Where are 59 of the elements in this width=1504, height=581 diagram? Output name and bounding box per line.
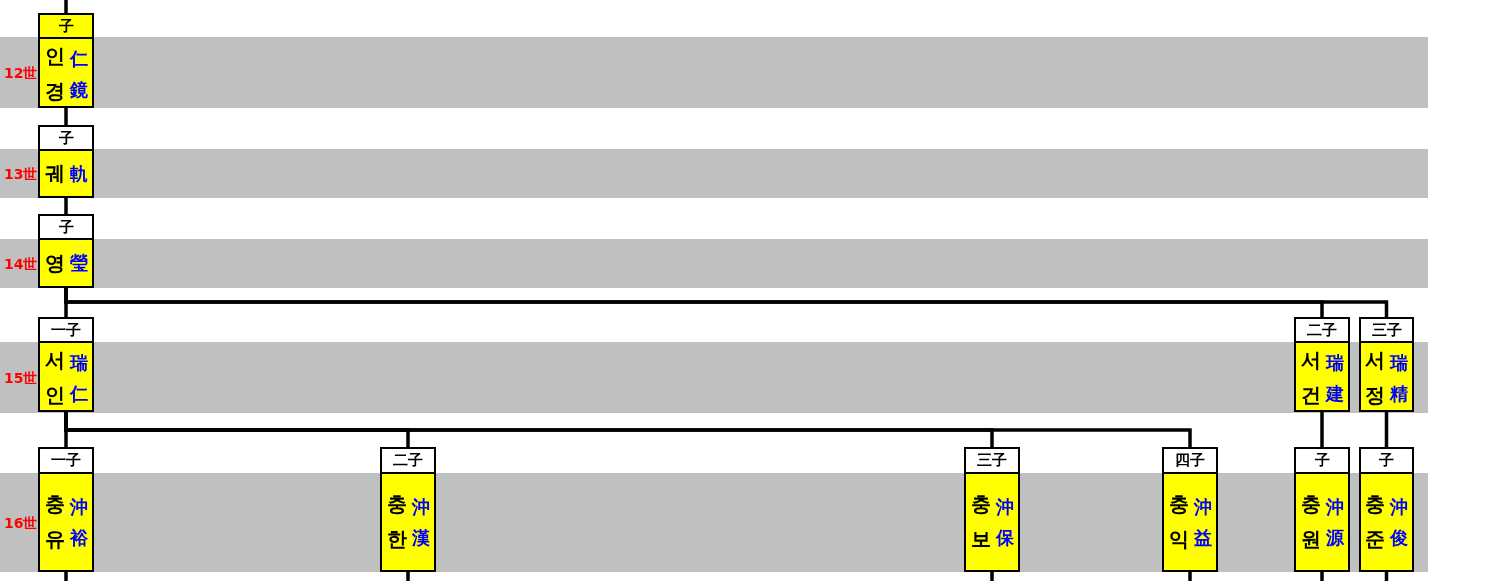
person-box xyxy=(964,447,1020,572)
connector-line xyxy=(64,198,68,214)
hanja-name: 沖源 xyxy=(1325,494,1344,550)
hanja-name: 瑞建 xyxy=(1325,350,1344,406)
person-box xyxy=(1294,317,1350,412)
generation-label: 13世 xyxy=(4,165,38,182)
hanja-name: 沖益 xyxy=(1193,494,1212,550)
person-box xyxy=(380,447,436,572)
hangul-name: 서정 xyxy=(1365,347,1385,409)
connector-line xyxy=(1320,412,1324,447)
relation-header: 一子 xyxy=(40,319,92,343)
relation-header: 二子 xyxy=(382,449,434,474)
connector-line xyxy=(1320,572,1324,581)
person-box xyxy=(1162,447,1218,572)
hanja-name: 瑞仁 xyxy=(69,350,88,406)
hanja-name: 沖漢 xyxy=(411,494,430,550)
relation-header: 四子 xyxy=(1164,449,1216,474)
person-box xyxy=(1359,317,1414,412)
relation-header: 二子 xyxy=(1296,319,1348,343)
person-box xyxy=(38,214,94,288)
person-box xyxy=(38,317,94,412)
relation-header: 三子 xyxy=(1361,319,1412,343)
relation-header: 子 xyxy=(1361,449,1412,474)
hangul-name: 서인 xyxy=(44,347,65,409)
hanja-name: 瑞精 xyxy=(1390,350,1408,406)
person-box xyxy=(38,13,94,108)
person-box xyxy=(38,447,94,572)
hangul-name: 충보 xyxy=(970,491,991,553)
hangul-name: 충준 xyxy=(1365,491,1385,553)
relation-header: 子 xyxy=(1296,449,1348,474)
connector-line xyxy=(64,0,68,13)
hangul-name: 충한 xyxy=(386,491,407,553)
hanja-name: 軌 xyxy=(69,161,88,186)
hanja-name: 瑩 xyxy=(69,251,88,276)
person-box xyxy=(1294,447,1350,572)
relation-header: 三子 xyxy=(966,449,1018,474)
relation-header: 子 xyxy=(40,216,92,240)
hangul-name: 충익 xyxy=(1168,491,1189,553)
hanja-name: 仁鏡 xyxy=(69,46,88,102)
hangul-name: 궤 xyxy=(44,160,65,187)
hangul-name: 영 xyxy=(44,249,65,277)
connector-line xyxy=(990,572,994,581)
hangul-name: 충원 xyxy=(1300,491,1321,553)
relation-header: 子 xyxy=(40,127,92,151)
connector-line xyxy=(1384,572,1389,581)
hanja-name: 沖裕 xyxy=(69,494,88,550)
person-box xyxy=(1359,447,1414,572)
hangul-name: 서건 xyxy=(1300,347,1321,409)
hanja-name: 沖俊 xyxy=(1390,494,1408,550)
relation-header: 一子 xyxy=(40,449,92,474)
hangul-name: 인경 xyxy=(44,43,65,105)
connector-line xyxy=(1384,412,1389,447)
hangul-name: 충유 xyxy=(44,491,65,553)
connector-line xyxy=(64,572,68,581)
connector-line xyxy=(406,572,410,581)
hanja-name: 沖保 xyxy=(995,494,1014,550)
connector-line xyxy=(1188,572,1192,581)
person-box xyxy=(38,125,94,198)
connector-line xyxy=(64,108,68,125)
